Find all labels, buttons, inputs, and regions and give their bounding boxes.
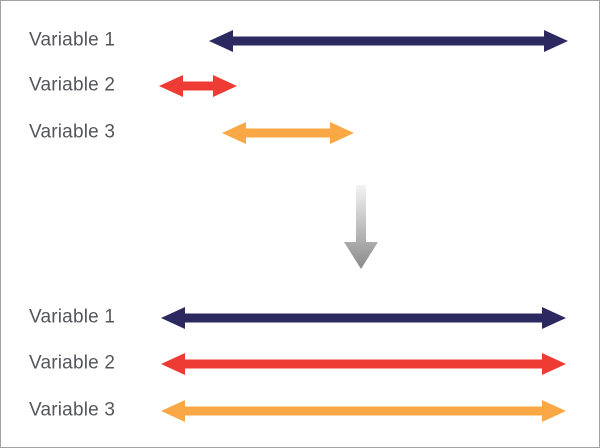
- down-arrow-head: [344, 242, 378, 269]
- before-variable-1-range-arrow-icon: [209, 30, 568, 52]
- after-variable-3-range-arrow-icon: [161, 400, 566, 422]
- before-variable-1-label: Variable 1: [29, 29, 116, 51]
- after-variable-1-label: Variable 1: [29, 306, 116, 328]
- down-arrow-shaft: [356, 185, 366, 242]
- after-variable-2-label: Variable 2: [29, 352, 116, 374]
- after-variable-3-label: Variable 3: [29, 399, 116, 421]
- before-variable-2-range-arrow-icon: [159, 75, 237, 97]
- before-variable-2-label: Variable 2: [29, 74, 116, 96]
- after-variable-2-range-arrow-icon: [161, 353, 566, 375]
- before-variable-3-range-arrow-icon: [222, 122, 354, 144]
- after-variable-1-range-arrow-icon: [161, 307, 566, 329]
- before-variable-3-label: Variable 3: [29, 121, 116, 143]
